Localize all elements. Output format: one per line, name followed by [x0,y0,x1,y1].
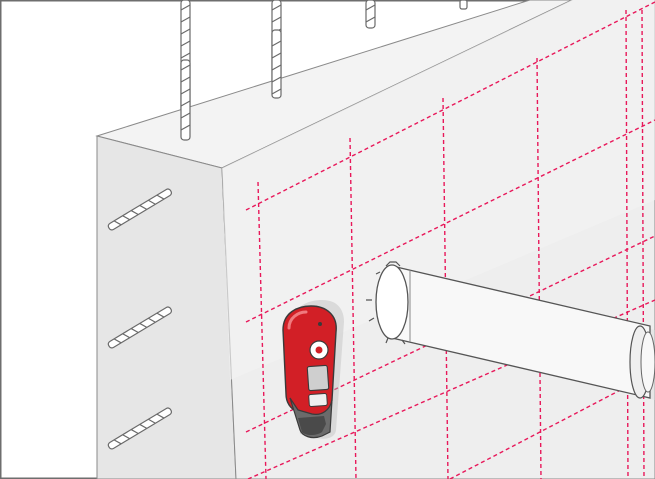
scanner-marker-dot [318,322,322,326]
drill-end [376,265,408,339]
scanner-sensor-core [316,347,323,354]
rebar-icon [366,0,375,28]
scanner-display [307,365,329,390]
scanner-button [309,393,328,406]
drill-collar-inner [641,332,655,392]
rebar-icon [460,0,467,9]
